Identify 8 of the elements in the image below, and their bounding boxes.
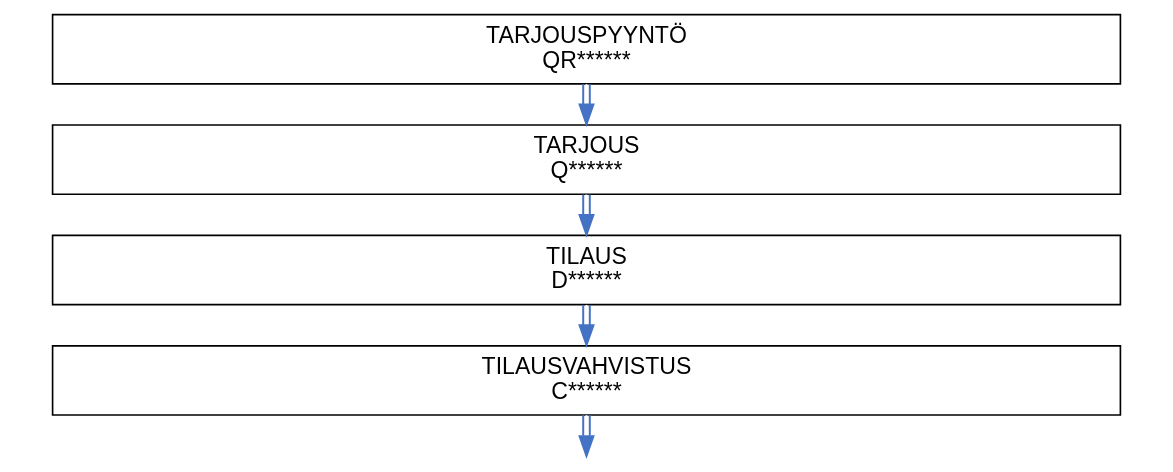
arrow (578, 83, 595, 128)
arrow (578, 303, 595, 349)
arrow (578, 414, 595, 459)
node-box: TARJOUS Q****** (51, 124, 1122, 196)
arrow (578, 193, 595, 238)
node-box: TILAUS D****** (51, 234, 1122, 306)
node-box: TARJOUSPYYNTÖ QR****** (51, 13, 1122, 85)
node-box: TILAUSVAHVISTUS C****** (51, 345, 1122, 416)
